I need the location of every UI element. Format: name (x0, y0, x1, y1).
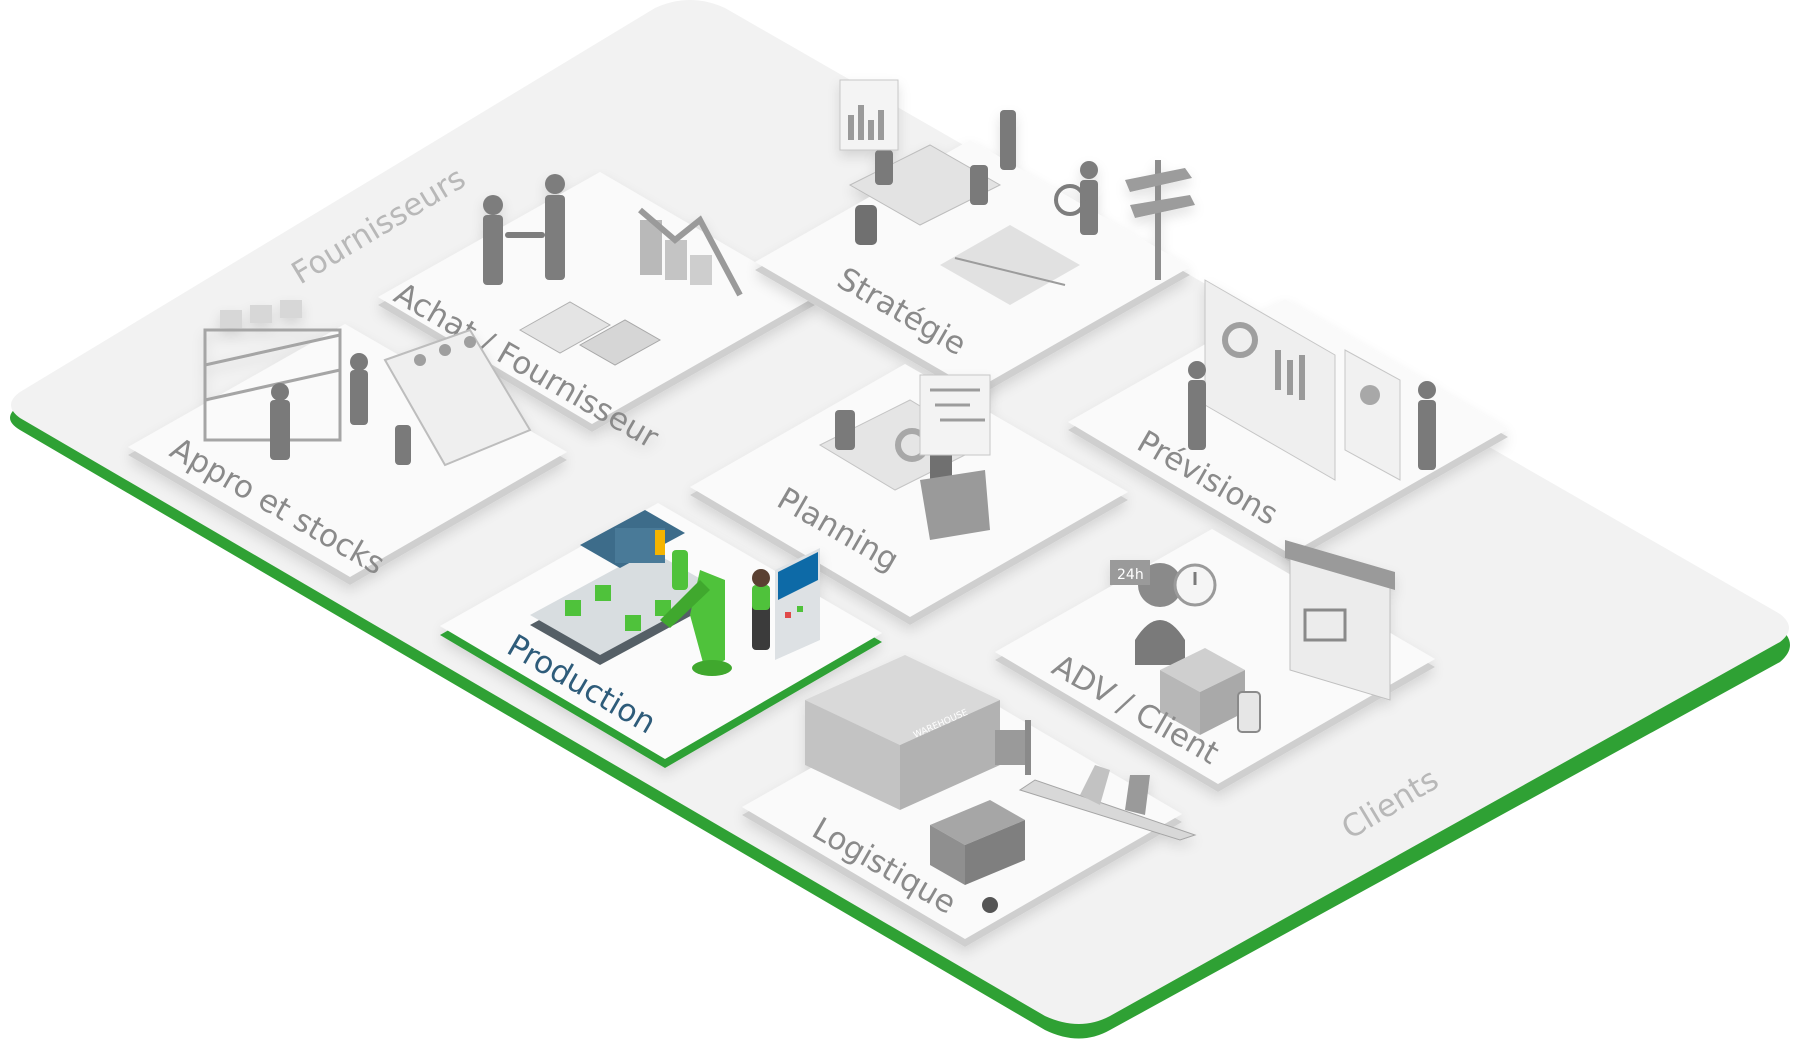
tile-previsions[interactable]: Prévisions (1068, 279, 1508, 562)
customer-service-icon: 24h (1110, 560, 1217, 665)
dashboard-icon (1204, 279, 1401, 481)
worker-icon (270, 353, 411, 465)
control-panel-icon (775, 548, 820, 660)
presentation-board-icon (839, 79, 899, 151)
truck-icon (930, 800, 1025, 913)
airplane-icon (1018, 765, 1197, 841)
tile-strategie[interactable]: Stratégie (755, 79, 1195, 398)
analyst-icon (1188, 361, 1436, 470)
bar-growth-icon (638, 207, 743, 297)
meeting-icon (848, 110, 1016, 245)
forklift-icon (995, 720, 1031, 775)
signpost-icon (1125, 160, 1195, 280)
robot-arm-icon (660, 570, 732, 676)
shop-cart-icon (1285, 540, 1395, 701)
smartphone-icon (1237, 691, 1261, 733)
crossroad-icon (940, 225, 1080, 305)
calendar-icon (383, 328, 532, 467)
gantt-board-icon (919, 374, 991, 456)
operator-icon (672, 550, 770, 650)
tile-production[interactable]: Production (440, 503, 882, 768)
tile-adv[interactable]: 24h ADV / Client (995, 529, 1435, 792)
tile-planning[interactable]: Planning (690, 364, 1128, 625)
machine-icon (580, 510, 685, 568)
warehouse-building-icon: WAREHOUSE (805, 655, 1000, 810)
tile-appro[interactable]: Appro et stocks (128, 300, 567, 585)
calculator-icon (578, 319, 662, 366)
handshake-icon (483, 174, 565, 285)
contract-icon (518, 301, 612, 354)
parcel-icon (1160, 648, 1245, 735)
tile-logistique[interactable]: WAREHOUSE Logistique (742, 655, 1197, 947)
warehouse-shelf-icon (203, 300, 342, 442)
clock-24h-label: 24h (1117, 567, 1144, 583)
ship-wheel-person-icon (1054, 161, 1098, 235)
